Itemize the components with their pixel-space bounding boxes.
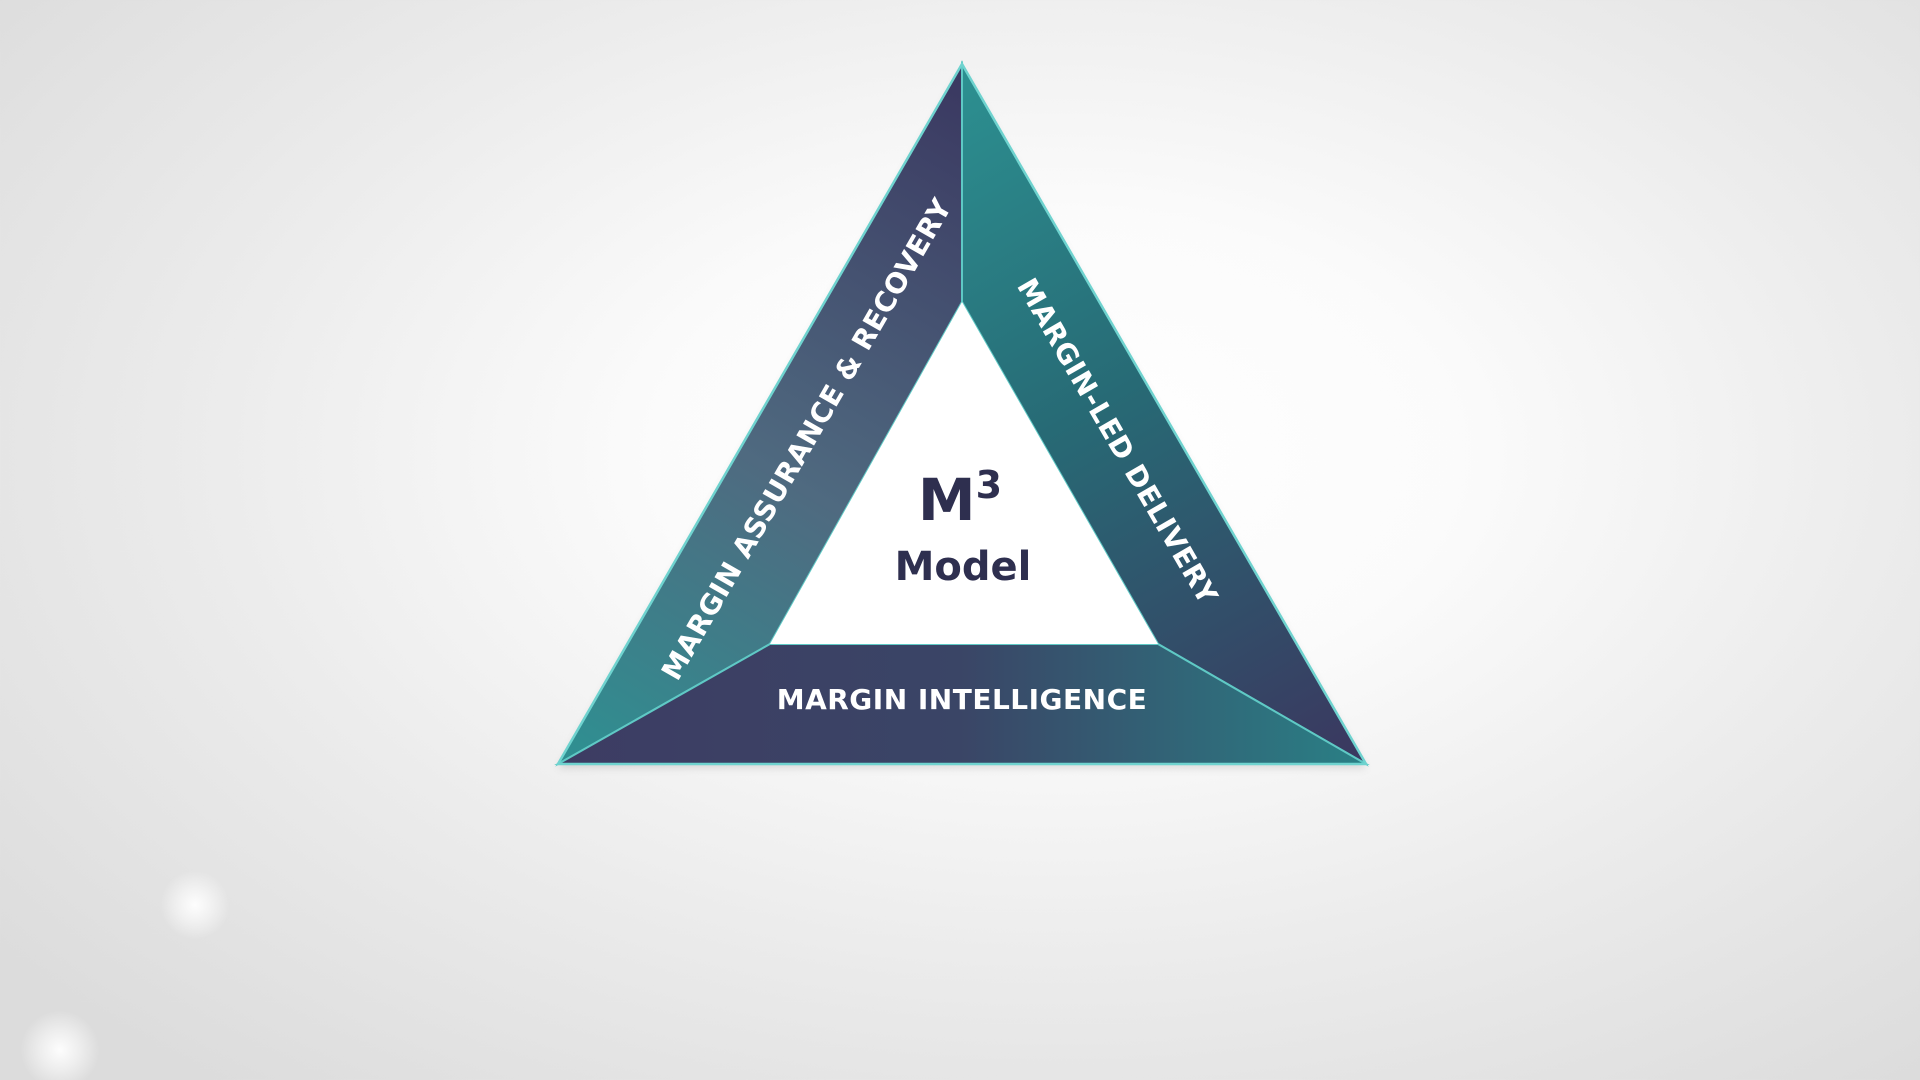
bokeh-light-1 bbox=[160, 870, 230, 940]
edge-bottom-label: MARGIN INTELLIGENCE bbox=[777, 683, 1148, 716]
center-title-superscript: 3 bbox=[976, 463, 1002, 507]
center-title: M3 bbox=[918, 463, 1002, 534]
triangle-outline bbox=[555, 61, 1369, 766]
center-subtitle: Model bbox=[895, 544, 1032, 590]
inner-triangle bbox=[770, 302, 1158, 644]
center-title-letter: M bbox=[918, 466, 976, 534]
bokeh-light-2 bbox=[20, 1010, 100, 1080]
